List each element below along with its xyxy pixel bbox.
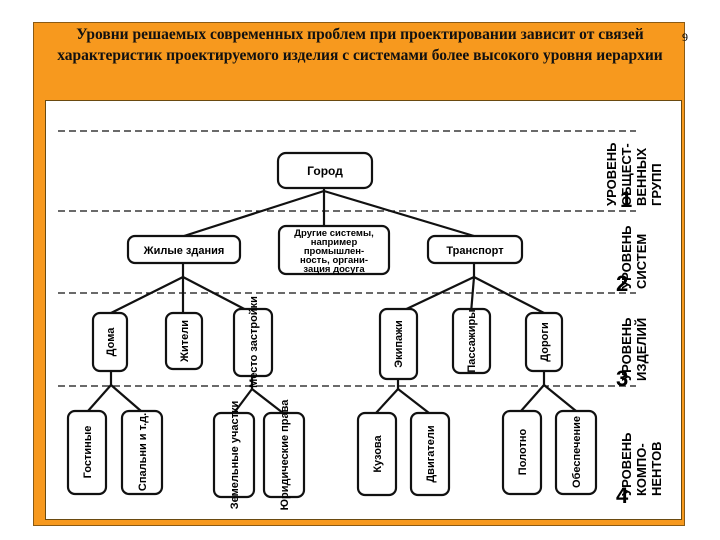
node-bodies-label: Кузова <box>372 434 384 472</box>
node-building-site-label: Место застройки <box>248 296 260 388</box>
node-other-line: зация досуга <box>303 264 365 275</box>
level-4-label: УРОВЕНЬ КОМПО- НЕНТОВ 4 <box>616 433 664 509</box>
node-other-line: промышлен- <box>304 246 364 257</box>
level-2-label: УРОВЕНЬ СИСТЕМ 2 <box>616 226 649 297</box>
node-living-rooms <box>66 409 108 496</box>
node-passengers <box>451 307 492 375</box>
node-bedrooms-label: Спальни и т.д. <box>137 413 149 491</box>
node-passengers-label: Пассажиры <box>466 309 478 372</box>
node-other-systems-text: Другие системы, например промышлен- ност… <box>294 228 373 275</box>
hierarchy-diagram: Город Жилые здания Другие системы, напри… <box>58 130 664 511</box>
connectors <box>87 188 577 414</box>
node-roadbed-label: Полотно <box>517 429 529 476</box>
node-bodies <box>356 411 398 497</box>
node-roads-label: Дороги <box>539 322 551 361</box>
level-2-line: СИСТЕМ <box>634 234 649 289</box>
node-engines-label: Двигатели <box>425 425 437 482</box>
node-other-line: Другие системы, <box>294 228 373 239</box>
node-houses <box>91 311 129 373</box>
level-1-line: ГРУПП <box>649 163 664 206</box>
node-vehicles-label: Экипажи <box>393 320 405 367</box>
node-provision <box>554 409 598 496</box>
level-4-line: УРОВЕНЬ <box>619 433 634 497</box>
node-engines <box>409 411 451 497</box>
level-1-line: ОБЩЕСТ- <box>619 143 634 206</box>
slide-title: Уровни решаемых современных проблем при … <box>57 26 663 64</box>
node-housing-label: Жилые здания <box>143 245 225 257</box>
node-legal-rights <box>262 411 306 499</box>
node-city <box>276 151 374 190</box>
node-land-plots-label: Земельные участки <box>229 401 241 509</box>
level-1-line: ВЕННЫХ <box>634 147 649 206</box>
node-legal-rights-label: Юридические права <box>279 399 291 511</box>
level-4-line: НЕНТОВ <box>649 441 664 496</box>
node-other-systems <box>277 224 391 276</box>
node-other-line: ность, органи- <box>300 255 368 266</box>
page-number: 9 <box>682 30 688 44</box>
node-vehicles <box>378 307 419 381</box>
node-roadbed <box>501 409 543 496</box>
level-3-line: ИЗДЕЛИЙ <box>634 318 649 381</box>
node-residents <box>164 311 204 371</box>
level-4-line: КОМПО- <box>634 443 649 496</box>
node-other-line: например <box>311 237 358 248</box>
level-3-number: 3 <box>616 366 628 391</box>
level-1-label: УРОВЕНЬ ОБЩЕСТ- ВЕННЫХ ГРУПП 1 <box>604 143 664 213</box>
node-roads <box>524 311 564 373</box>
node-bedrooms <box>120 409 164 496</box>
level-4-number: 4 <box>616 483 629 508</box>
hierarchy-figure: Город Жилые здания Другие системы, напри… <box>45 100 682 520</box>
node-living-rooms-label: Гостиные <box>82 426 94 479</box>
level-1-number: 1 <box>620 187 632 212</box>
node-residents-label: Жители <box>179 320 191 363</box>
level-separators <box>58 130 636 387</box>
node-provision-label: Обеспечение <box>571 416 583 488</box>
node-city-label: Город <box>307 164 343 178</box>
node-land-plots <box>212 411 256 499</box>
node-houses-label: Дома <box>105 327 117 357</box>
node-building-site <box>232 307 274 378</box>
level-3-line: УРОВЕНЬ <box>619 318 634 382</box>
node-transport-label: Транспорт <box>446 245 504 257</box>
node-housing <box>126 234 242 265</box>
level-3-label: УРОВЕНЬ ИЗДЕЛИЙ 3 <box>616 318 649 392</box>
level-2-number: 2 <box>616 271 628 296</box>
level-1-line: УРОВЕНЬ <box>604 143 619 207</box>
level-2-line: УРОВЕНЬ <box>619 226 634 290</box>
node-transport <box>426 234 524 265</box>
